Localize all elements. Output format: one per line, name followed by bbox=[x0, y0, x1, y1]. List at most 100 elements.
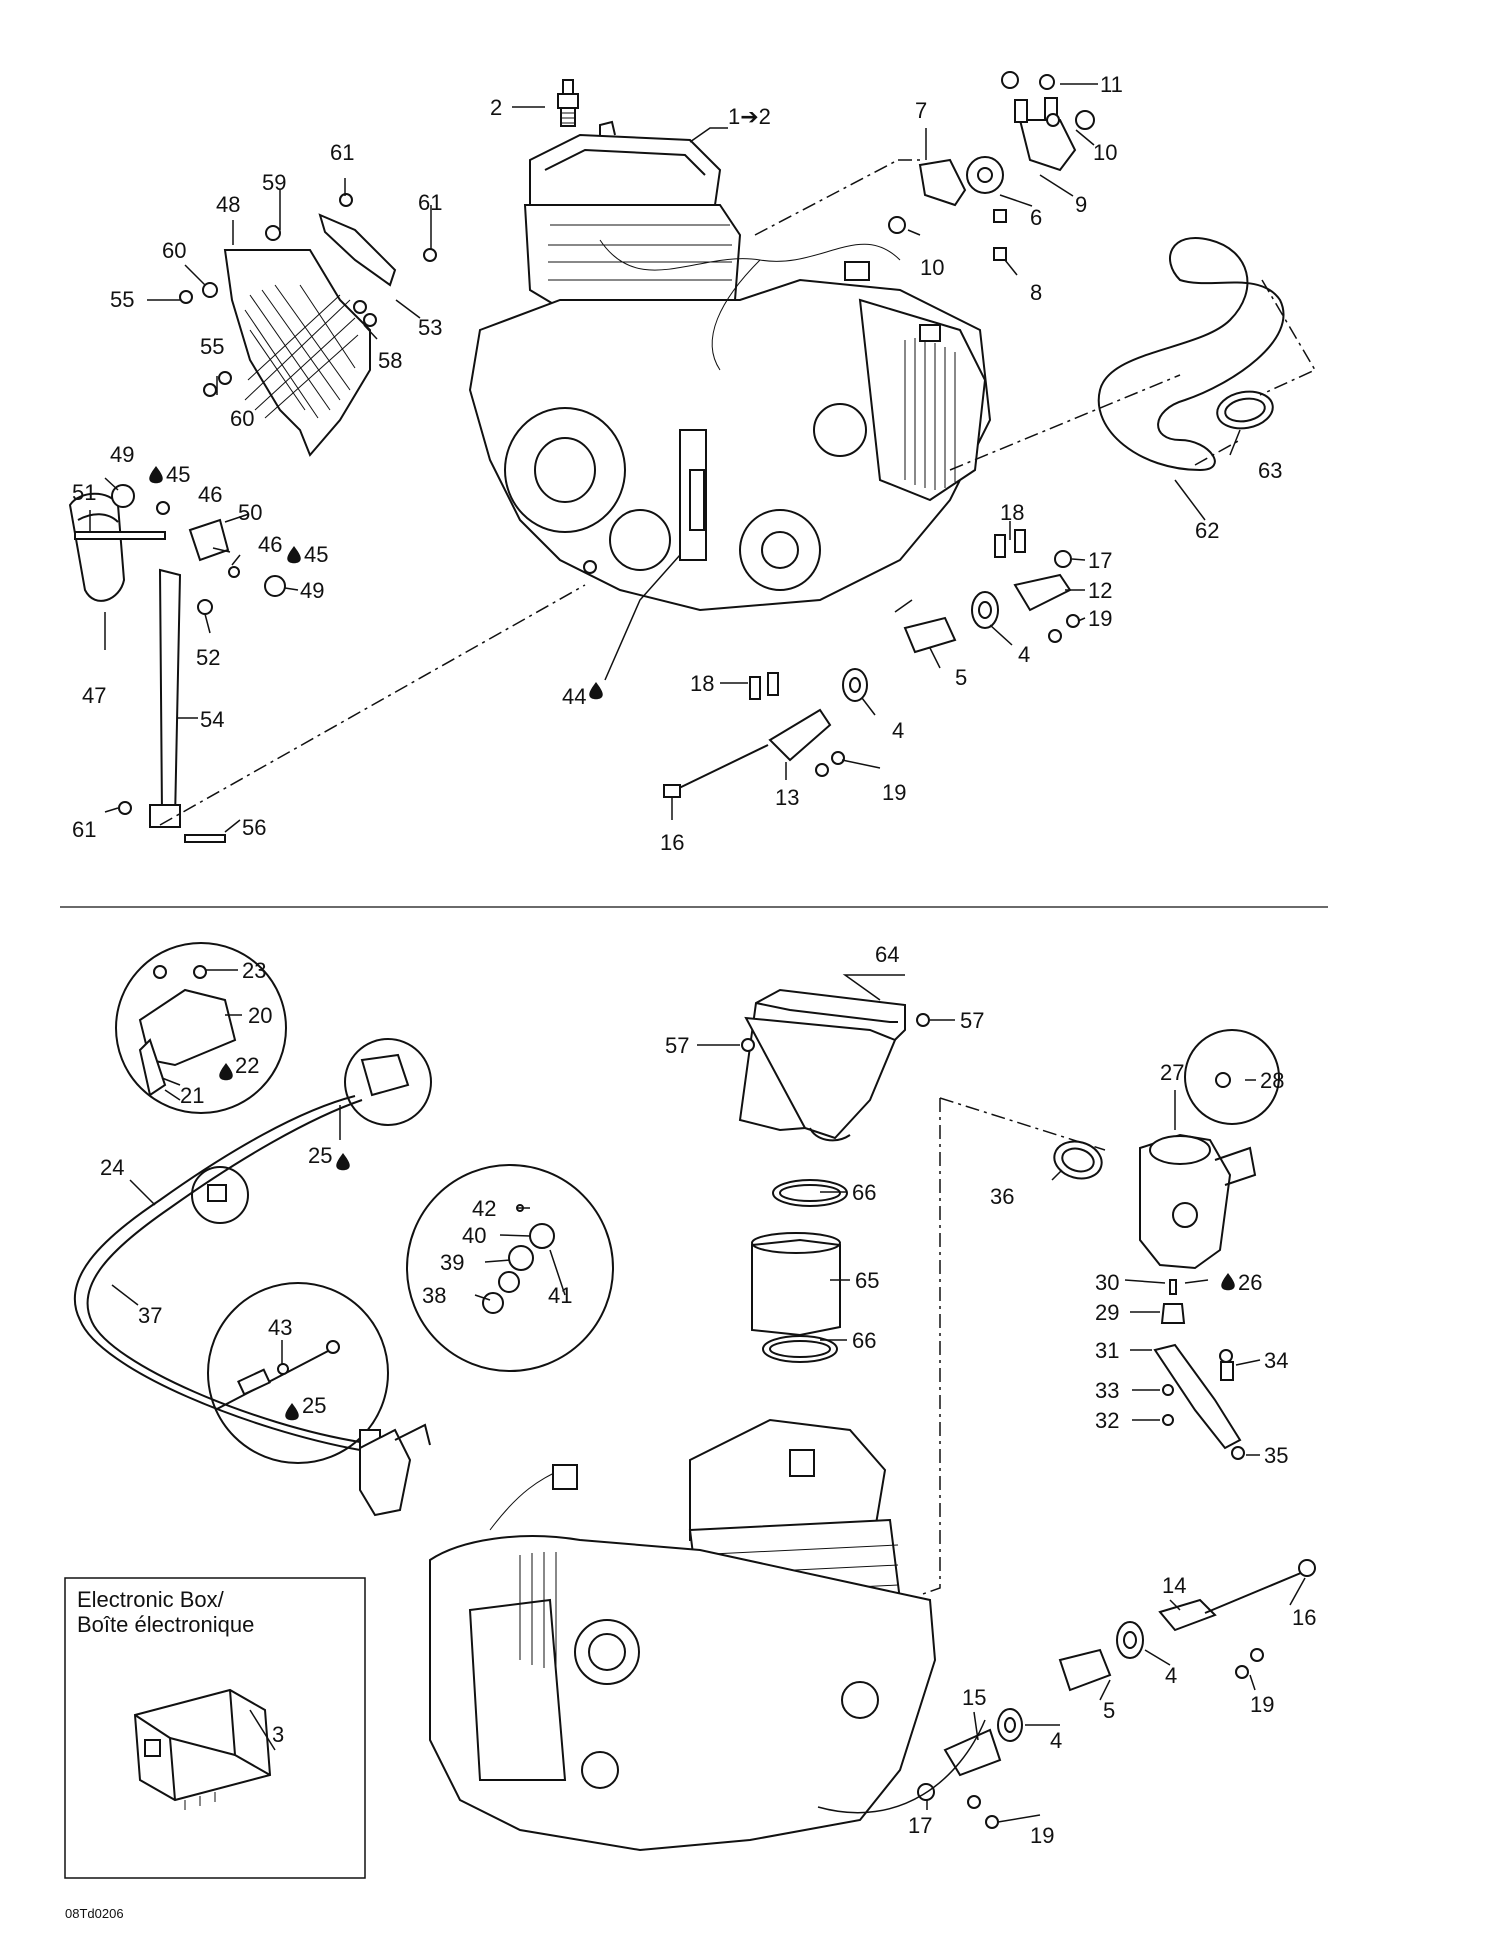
carb-clamp bbox=[1053, 1140, 1103, 1180]
intake-tube bbox=[751, 1179, 848, 1363]
label-19d: 19 bbox=[1030, 1823, 1054, 1848]
detail-cable-junction bbox=[191, 1166, 249, 1224]
label-55b: 55 bbox=[200, 334, 224, 359]
detail-throttle-lever bbox=[115, 942, 287, 1114]
label-37: 37 bbox=[138, 1303, 162, 1328]
engine-mount-upper bbox=[583, 529, 1080, 798]
label-10b: 10 bbox=[920, 255, 944, 280]
label-54: 54 bbox=[200, 707, 224, 732]
label-1: 1➔2 bbox=[728, 104, 771, 129]
label-32: 32 bbox=[1095, 1408, 1119, 1433]
label-46b: 46 bbox=[258, 532, 282, 557]
upper-mount-parts bbox=[888, 71, 1095, 261]
label-4a: 4 bbox=[1018, 642, 1030, 667]
label-62: 62 bbox=[1195, 518, 1219, 543]
label-23: 23 bbox=[242, 958, 266, 983]
label-34: 34 bbox=[1264, 1348, 1288, 1373]
label-22: 22 bbox=[235, 1053, 259, 1078]
label-53: 53 bbox=[418, 315, 442, 340]
label-10a: 10 bbox=[1093, 140, 1117, 165]
label-35: 35 bbox=[1264, 1443, 1288, 1468]
label-43: 43 bbox=[268, 1315, 292, 1340]
carburetor bbox=[1139, 1133, 1257, 1270]
label-36: 36 bbox=[990, 1184, 1014, 1209]
label-61b: 61 bbox=[418, 190, 442, 215]
top-dash-lines bbox=[159, 159, 1317, 826]
label-57a: 57 bbox=[665, 1033, 689, 1058]
cable-bracket bbox=[68, 484, 286, 843]
label-4c: 4 bbox=[1165, 1663, 1177, 1688]
oil-drop-icons bbox=[149, 466, 1235, 1421]
drop-icon bbox=[149, 466, 163, 484]
label-17a: 17 bbox=[1088, 548, 1112, 573]
label-4b: 4 bbox=[892, 718, 904, 743]
label-47: 47 bbox=[82, 683, 106, 708]
label-49b: 49 bbox=[300, 578, 324, 603]
label-40: 40 bbox=[462, 1223, 486, 1248]
label-8: 8 bbox=[1030, 280, 1042, 305]
spark-plug bbox=[557, 79, 579, 127]
detail-cable-end bbox=[207, 1282, 389, 1464]
engine-upper-view bbox=[468, 120, 992, 612]
label-66a: 66 bbox=[852, 1180, 876, 1205]
drop-icon bbox=[336, 1153, 350, 1171]
throttle-cables bbox=[73, 1095, 381, 1453]
label-21: 21 bbox=[180, 1083, 204, 1108]
label-14: 14 bbox=[1162, 1573, 1186, 1598]
label-16a: 16 bbox=[660, 830, 684, 855]
label-12: 12 bbox=[1088, 578, 1112, 603]
bottom-leaders bbox=[111, 969, 1306, 1823]
label-51: 51 bbox=[72, 480, 96, 505]
label-26: 26 bbox=[1238, 1270, 1262, 1295]
label-18b: 18 bbox=[690, 671, 714, 696]
label-49a: 49 bbox=[110, 442, 134, 467]
electronic-box-title-en: Electronic Box/ bbox=[77, 1587, 225, 1612]
label-41: 41 bbox=[548, 1283, 572, 1308]
drop-icon bbox=[219, 1063, 233, 1081]
label-25a: 25 bbox=[308, 1143, 332, 1168]
top-leaders bbox=[89, 83, 1241, 833]
label-45b: 45 bbox=[304, 542, 328, 567]
label-17b: 17 bbox=[908, 1813, 932, 1838]
label-25b: 25 bbox=[302, 1393, 326, 1418]
label-7: 7 bbox=[915, 98, 927, 123]
label-24: 24 bbox=[100, 1155, 124, 1180]
label-16b: 16 bbox=[1292, 1605, 1316, 1630]
label-64: 64 bbox=[875, 942, 899, 967]
drop-icon bbox=[287, 546, 301, 564]
electronic-box-title-fr: Boîte électronique bbox=[77, 1612, 254, 1637]
label-28: 28 bbox=[1260, 1068, 1284, 1093]
part-labels: 1➔2 2 7 11 10 9 6 10 8 61 59 48 61 60 55… bbox=[65, 72, 1316, 1921]
label-31: 31 bbox=[1095, 1338, 1119, 1363]
carburetor-small bbox=[359, 1423, 431, 1517]
label-39: 39 bbox=[440, 1250, 464, 1275]
label-38: 38 bbox=[422, 1283, 446, 1308]
heat-shield bbox=[223, 213, 397, 457]
label-5a: 5 bbox=[955, 665, 967, 690]
label-6: 6 bbox=[1030, 205, 1042, 230]
label-45a: 45 bbox=[166, 462, 190, 487]
left-hardware bbox=[179, 193, 437, 397]
drop-icon bbox=[1221, 1273, 1235, 1291]
label-4d: 4 bbox=[1050, 1728, 1062, 1753]
label-5b: 5 bbox=[1103, 1698, 1115, 1723]
label-52: 52 bbox=[196, 645, 220, 670]
label-30: 30 bbox=[1095, 1270, 1119, 1295]
label-55a: 55 bbox=[110, 287, 134, 312]
label-2: 2 bbox=[490, 95, 502, 120]
label-61a: 61 bbox=[330, 140, 354, 165]
label-29: 29 bbox=[1095, 1300, 1119, 1325]
bottom-dash-lines bbox=[919, 1097, 1106, 1596]
detail-cable-adjuster bbox=[406, 1164, 614, 1372]
label-48: 48 bbox=[216, 192, 240, 217]
label-44: 44 bbox=[562, 684, 586, 709]
label-50: 50 bbox=[238, 500, 262, 525]
carb-support-parts bbox=[1153, 1279, 1245, 1460]
label-59: 59 bbox=[262, 170, 286, 195]
label-46a: 46 bbox=[198, 482, 222, 507]
drop-icon bbox=[589, 682, 603, 700]
label-60b: 60 bbox=[230, 406, 254, 431]
bottom-hardware bbox=[741, 1013, 930, 1052]
label-66b: 66 bbox=[852, 1328, 876, 1353]
label-19c: 19 bbox=[1250, 1692, 1274, 1717]
